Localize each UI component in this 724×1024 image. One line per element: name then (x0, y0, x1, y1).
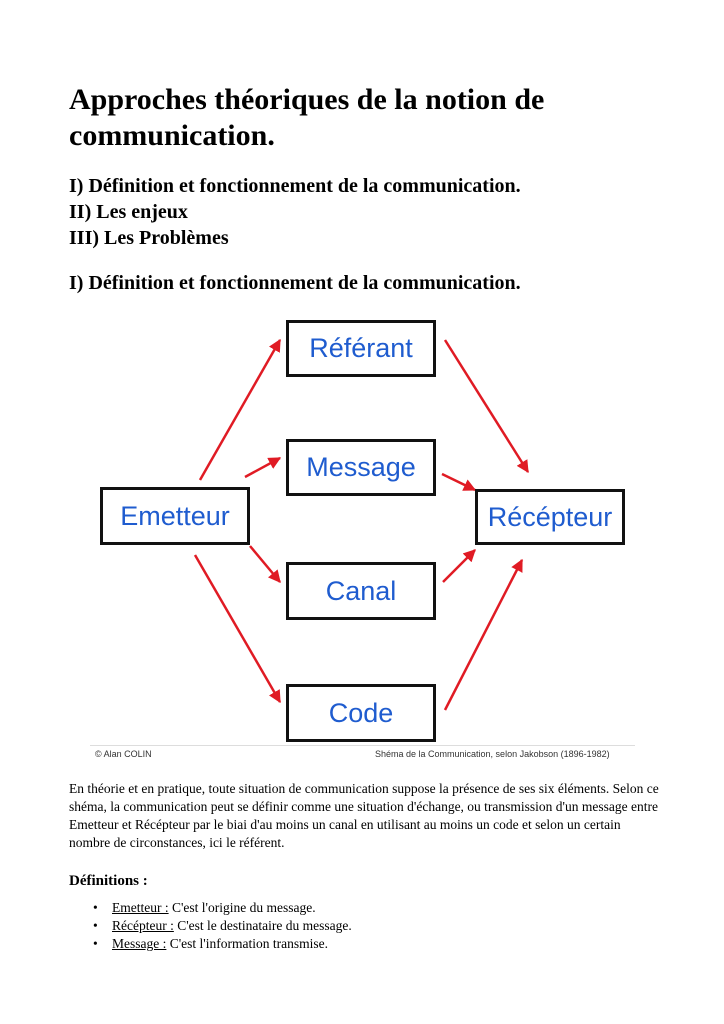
bullet-icon: • (93, 918, 98, 933)
body-paragraph: En théorie et en pratique, toute situati… (69, 781, 659, 850)
arrow-message-recepteur (441, 472, 477, 492)
node-emetteur: Emetteur (100, 487, 250, 545)
definition-text: C'est l'information transmise. (166, 936, 328, 951)
definition-text: C'est le destinataire du message. (173, 918, 352, 933)
diagram-arrows (193, 338, 530, 711)
node-code: Code (286, 684, 436, 742)
definition-term: Message : (112, 936, 167, 951)
arrow-emetteur-message (244, 456, 282, 479)
definition-term: Récépteur : (112, 918, 174, 933)
arrow-emetteur-referant (198, 338, 282, 481)
diagram-divider (90, 745, 635, 746)
node-canal: Canal (286, 562, 436, 620)
arrow-canal-recepteur (442, 549, 476, 583)
communication-diagram: Emetteur Référant Message Canal Code Réc… (90, 312, 635, 772)
document-title: Approches théoriques de la notion de com… (69, 83, 545, 152)
bullet-icon: • (93, 936, 98, 951)
definition-term: Emetteur : (112, 900, 169, 915)
arrow-code-recepteur (443, 558, 524, 711)
bullet-icon: • (93, 900, 98, 915)
arrow-emetteur-code (193, 554, 282, 704)
arrow-emetteur-canal (249, 545, 281, 583)
diagram-credit-right: Shéma de la Communication, selon Jakobso… (375, 749, 610, 759)
toc-item-2: II) Les enjeux (69, 201, 188, 223)
arrow-referant-recepteur (443, 339, 530, 474)
node-message: Message (286, 439, 436, 496)
node-recepteur: Récépteur (475, 489, 625, 545)
list-item: • Emetteur : C'est l'origine du message. (93, 899, 352, 917)
definition-text: C'est l'origine du message. (168, 900, 316, 915)
diagram-credit-left: © Alan COLIN (95, 749, 152, 759)
section-heading: I) Définition et fonctionnement de la co… (69, 272, 521, 294)
definitions-title: Définitions : (69, 873, 148, 889)
toc-item-1: I) Définition et fonctionnement de la co… (69, 175, 521, 197)
list-item: • Message : C'est l'information transmise… (93, 935, 352, 953)
table-of-contents: I) Définition et fonctionnement de la co… (69, 173, 521, 251)
node-referant: Référant (286, 320, 436, 377)
toc-item-3: III) Les Problèmes (69, 227, 229, 249)
definitions-list: •Emetteur : C'est l'origine du message. … (93, 899, 352, 953)
list-item: • Récépteur : C'est le destinataire du me… (93, 917, 352, 935)
